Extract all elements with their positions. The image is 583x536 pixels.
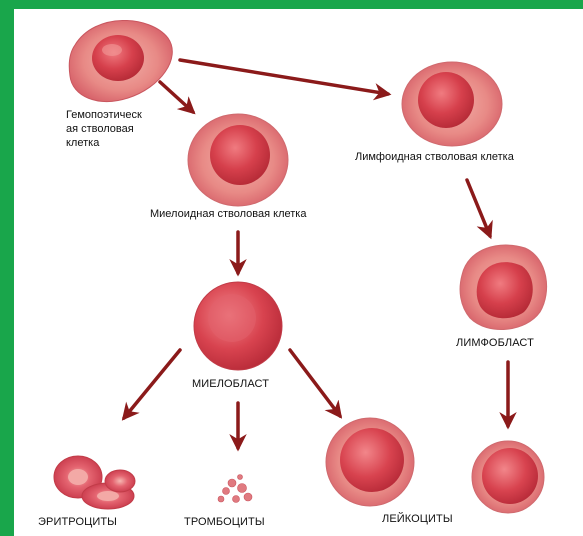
arrow-lymphoid-to-lymphoblast <box>467 180 490 236</box>
label-leukocytes: ЛЕЙКОЦИТЫ <box>382 512 453 526</box>
label-erythrocytes: ЭРИТРОЦИТЫ <box>38 515 117 529</box>
lymphocyte-cell <box>472 441 544 513</box>
erythrocytes-group <box>54 456 135 509</box>
myeloid-stem-cell <box>188 114 288 206</box>
label-myeloblast: МИЕЛОБЛАСТ <box>192 377 269 391</box>
arrow-myeloblast-to-erythrocytes <box>124 350 180 418</box>
lymphoid-stem-cell <box>402 62 502 146</box>
label-hematopoietic-line2: ая стволовая <box>66 122 142 136</box>
lymphoblast-cell <box>460 245 547 329</box>
label-lymphoblast: ЛИМФОБЛАСТ <box>456 336 534 350</box>
arrow-myeloblast-to-leukocytes <box>290 350 340 416</box>
label-hematopoietic-stem-cell: Гемопоэтическ ая стволовая клетка <box>66 108 142 150</box>
arrow-stem-to-myeloid <box>160 82 193 112</box>
label-hematopoietic-line3: клетка <box>66 136 142 150</box>
label-myeloid-stem-cell: Миелоидная стволовая клетка <box>150 207 306 221</box>
hematopoietic-stem-cell <box>69 20 172 101</box>
label-lymphoid-stem-cell: Лимфоидная стволовая клетка <box>355 150 514 164</box>
label-platelets: ТРОМБОЦИТЫ <box>184 515 265 529</box>
label-hematopoietic-line1: Гемопоэтическ <box>66 108 142 122</box>
arrow-stem-to-lymphoid <box>180 60 388 94</box>
leukocyte-cell <box>326 418 414 506</box>
myeloblast-cell <box>194 282 282 370</box>
platelets-group <box>218 475 252 503</box>
